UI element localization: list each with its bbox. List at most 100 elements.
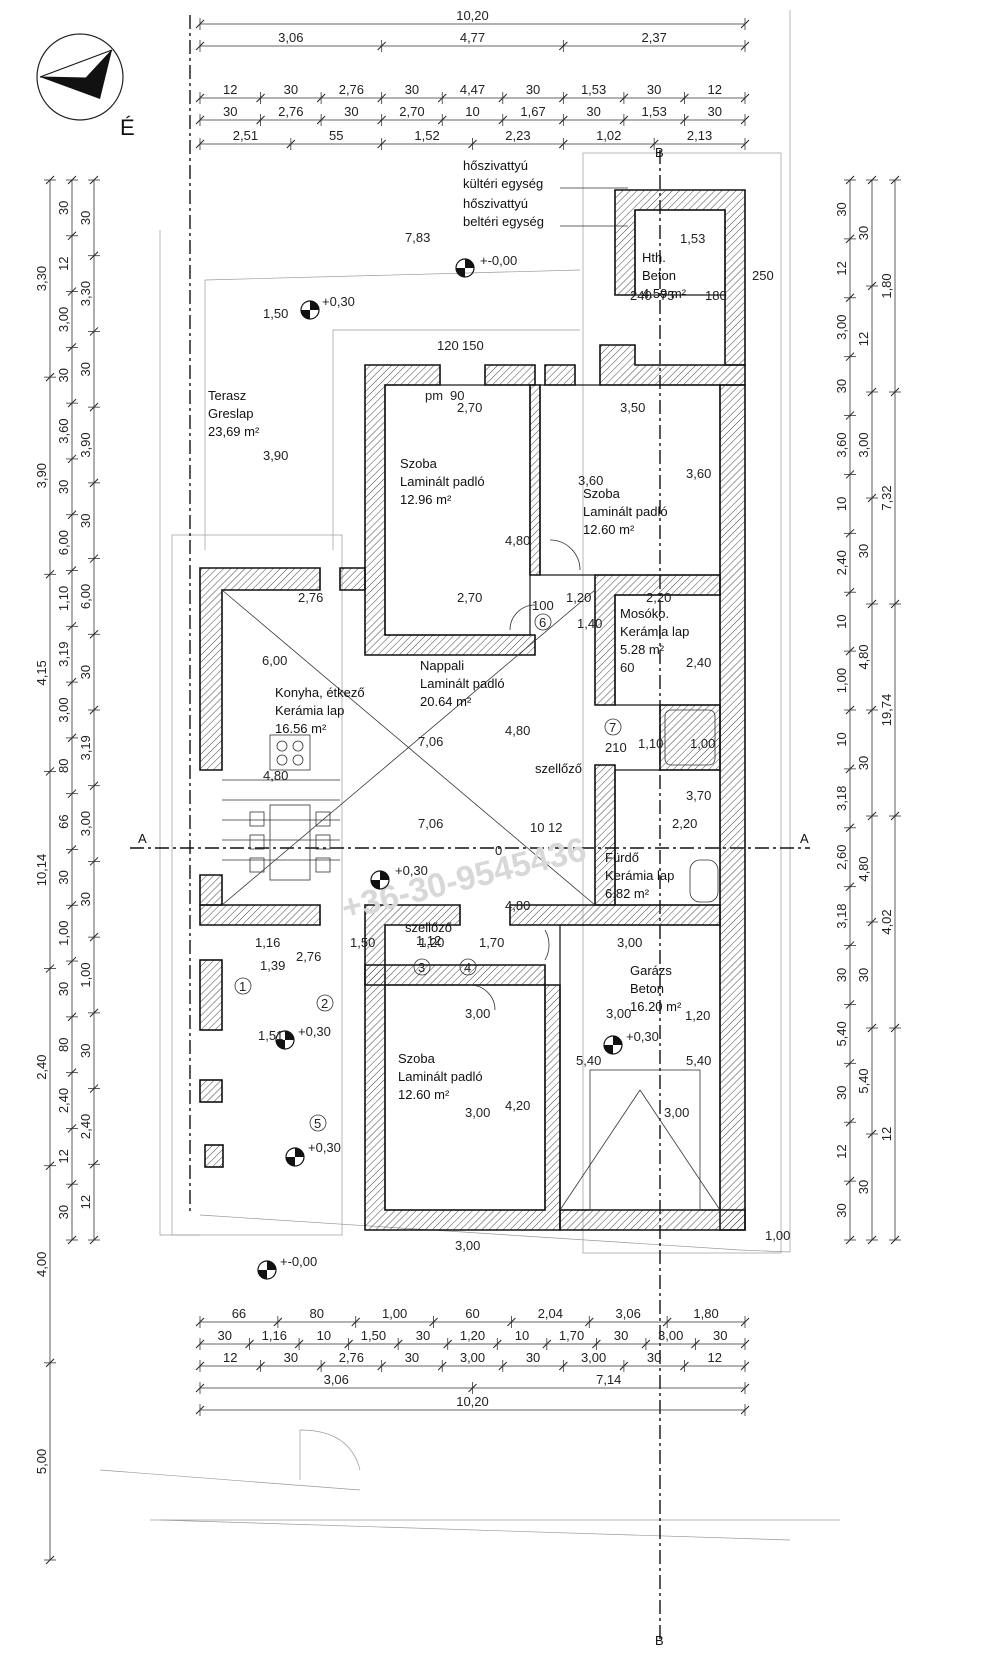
dimension-label: 30 bbox=[78, 665, 93, 679]
numbered-circles: 1 2 3 4 5 6 7 bbox=[234, 613, 622, 1132]
dimension-label: 5,40 bbox=[856, 1068, 871, 1093]
svg-text:Laminált padló: Laminált padló bbox=[398, 1069, 483, 1084]
dimension-label: 30 bbox=[856, 1180, 871, 1194]
inside-dimension: 1,20 bbox=[566, 590, 591, 605]
inside-dimension: 5,40 bbox=[686, 1053, 711, 1068]
inside-dimension: 5,40 bbox=[576, 1053, 601, 1068]
inside-dimension: 2,20 bbox=[646, 590, 671, 605]
dimension-label: 1,50 bbox=[361, 1328, 386, 1343]
inside-dimension: 1,70 bbox=[479, 935, 504, 950]
dimension-label: 4,02 bbox=[879, 909, 894, 934]
dimension-label: 12 bbox=[56, 1149, 71, 1163]
svg-text:3: 3 bbox=[418, 960, 425, 975]
small-mark: 60 bbox=[620, 660, 634, 675]
svg-text:Szoba: Szoba bbox=[400, 456, 438, 471]
inside-dimension: 1,39 bbox=[260, 958, 285, 973]
svg-text:Beton: Beton bbox=[642, 268, 676, 283]
dimension-label: 30 bbox=[856, 756, 871, 770]
room-szoba-2: Szoba Laminált padló 12.60 m² bbox=[583, 486, 668, 537]
inside-dimension: 7,83 bbox=[405, 230, 430, 245]
svg-text:7: 7 bbox=[609, 720, 616, 735]
dimension-label: 30 bbox=[78, 1043, 93, 1057]
dimension-label: 3,00 bbox=[460, 1350, 485, 1365]
inside-dimension: 3,00 bbox=[465, 1105, 490, 1120]
svg-text:4.59 m²: 4.59 m² bbox=[642, 286, 687, 301]
entry-steps bbox=[222, 779, 340, 861]
dimension-label: 30 bbox=[834, 1086, 849, 1100]
small-mark: 240 bbox=[630, 288, 652, 303]
inside-dimension: 1,00 bbox=[690, 736, 715, 751]
dimension-label: 12 bbox=[223, 1350, 237, 1365]
dimension-label: 30 bbox=[284, 1350, 298, 1365]
inside-dimension: 3,50 bbox=[620, 400, 645, 415]
dimension-label: 2,40 bbox=[56, 1088, 71, 1113]
dimension-label: 30 bbox=[416, 1328, 430, 1343]
dimension-label: 3,19 bbox=[78, 735, 93, 760]
level-marker: +-0,00 bbox=[455, 253, 517, 278]
svg-text:5.28 m²: 5.28 m² bbox=[620, 642, 665, 657]
room-terasz: Terasz Greslap 23,69 m² bbox=[208, 388, 260, 439]
dimension-label: 2,40 bbox=[34, 1054, 49, 1079]
small-mark: 210 bbox=[605, 740, 627, 755]
room-hth: Hth. Beton 4.59 m² bbox=[642, 250, 687, 301]
dimension-label: 30 bbox=[586, 104, 600, 119]
small-mark: 120 bbox=[437, 338, 459, 353]
dimension-label: 3,00 bbox=[856, 432, 871, 457]
svg-text:2: 2 bbox=[321, 996, 328, 1011]
dimension-label: 2,60 bbox=[834, 845, 849, 870]
inside-dimension: 2,76 bbox=[298, 590, 323, 605]
north-label: É bbox=[120, 115, 135, 140]
dimension-label: 12 bbox=[834, 261, 849, 275]
dimension-label: 10 bbox=[834, 732, 849, 746]
dimension-label: 3,00 bbox=[834, 315, 849, 340]
svg-text:Kerámia lap: Kerámia lap bbox=[620, 624, 689, 639]
walls bbox=[199, 189, 746, 1231]
small-mark: 75 bbox=[660, 288, 674, 303]
svg-text:Terasz: Terasz bbox=[208, 388, 246, 403]
dimension-label: 12 bbox=[223, 82, 237, 97]
dimension-label: 1,00 bbox=[56, 921, 71, 946]
section-a-right: A bbox=[800, 831, 809, 846]
dimension-label: 2,04 bbox=[538, 1306, 563, 1321]
svg-text:1: 1 bbox=[239, 979, 246, 994]
dimension-label: 30 bbox=[344, 104, 358, 119]
level-marker: +-0,00 bbox=[257, 1254, 317, 1280]
dimension-label: 3,60 bbox=[56, 418, 71, 443]
svg-text:Beton: Beton bbox=[630, 981, 664, 996]
dimension-label: 1,53 bbox=[642, 104, 667, 119]
dimension-label: 30 bbox=[78, 211, 93, 225]
bathtub-icon bbox=[689, 859, 719, 903]
dimension-label: 2,37 bbox=[642, 30, 667, 45]
dimension-label: 4,77 bbox=[460, 30, 485, 45]
svg-text:hőszivattyú: hőszivattyú bbox=[463, 158, 528, 173]
dimension-label: 30 bbox=[856, 226, 871, 240]
dimension-label: 3,00 bbox=[56, 697, 71, 722]
inside-dimension: 4,80 bbox=[263, 768, 288, 783]
compass: É bbox=[36, 33, 135, 140]
dimension-label: 3,00 bbox=[581, 1350, 606, 1365]
dimensions-left: 3,303,904,1510,142,404,005,0030123,00303… bbox=[34, 175, 100, 1565]
circle-marker: 6 bbox=[534, 613, 552, 631]
dimension-label: 3,18 bbox=[834, 903, 849, 928]
dimension-label: 1,00 bbox=[382, 1306, 407, 1321]
small-mark: 1,12 bbox=[416, 933, 441, 948]
inside-dimension: 1,50 bbox=[350, 935, 375, 950]
dimension-label: 1,00 bbox=[78, 962, 93, 987]
room-mosoko: Mosóko. Kerámia lap 5.28 m² bbox=[620, 606, 689, 657]
small-mark: 100 bbox=[532, 598, 554, 613]
dimension-label: 30 bbox=[834, 968, 849, 982]
dimension-label: 4,80 bbox=[856, 856, 871, 881]
svg-text:Laminált padló: Laminált padló bbox=[583, 504, 668, 519]
dimension-label: 10 bbox=[317, 1328, 331, 1343]
svg-text:Nappali: Nappali bbox=[420, 658, 464, 673]
dimension-label: 80 bbox=[56, 1038, 71, 1052]
dimension-label: 6,00 bbox=[56, 530, 71, 555]
svg-text:+-0,00: +-0,00 bbox=[280, 1254, 317, 1269]
dimension-label: 3,30 bbox=[34, 266, 49, 291]
dimension-label: 12 bbox=[56, 256, 71, 270]
inside-dimension: 1,51 bbox=[258, 1028, 283, 1043]
svg-text:kültéri egység: kültéri egység bbox=[463, 176, 543, 191]
dimension-label: 30 bbox=[218, 1328, 232, 1343]
